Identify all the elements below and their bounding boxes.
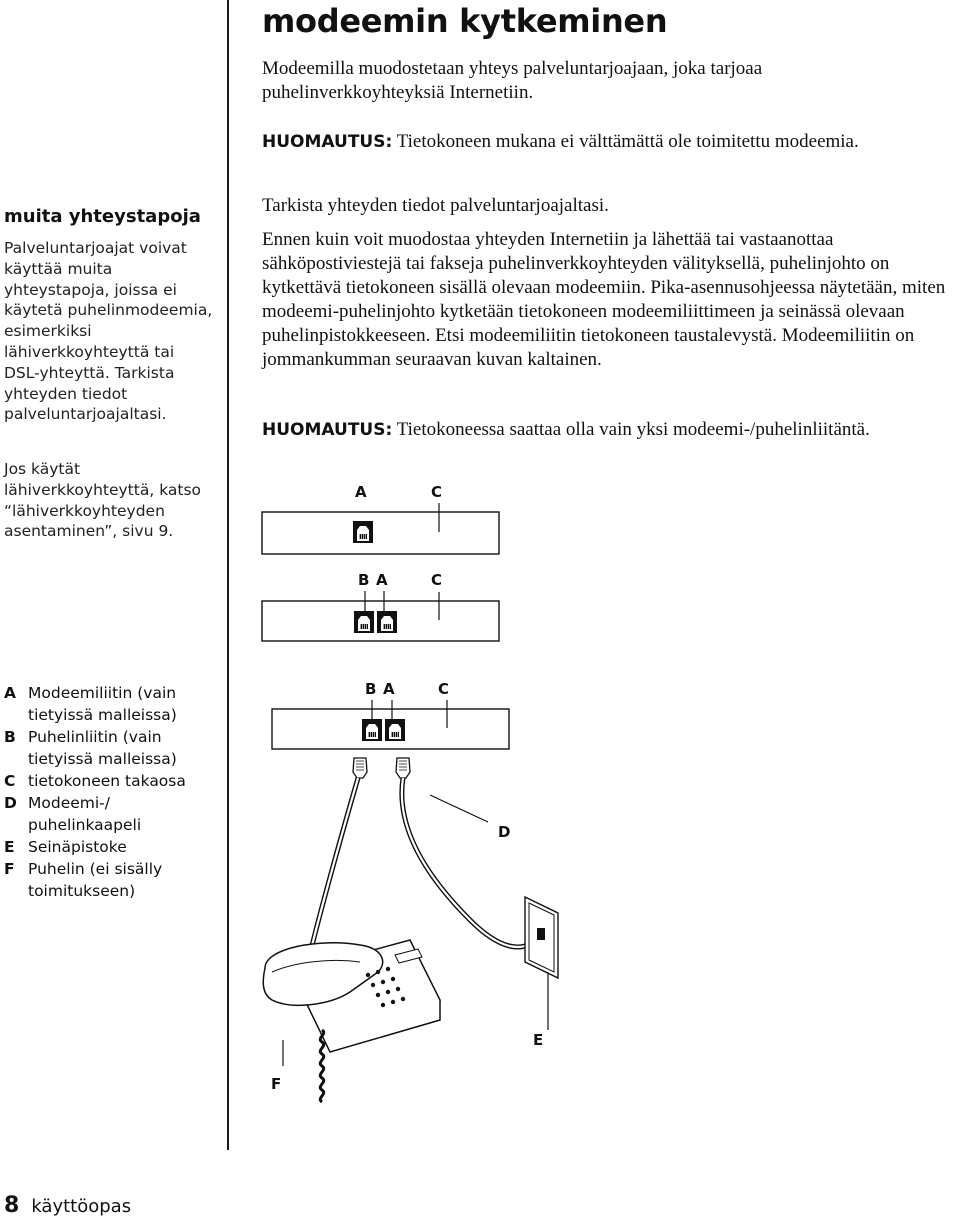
column-divider <box>227 0 229 1150</box>
page-footer: 8 käyttöopas <box>4 1193 131 1218</box>
cable-plug-icon <box>352 757 368 779</box>
note-2-label: HUOMAUTUS: <box>262 420 393 440</box>
check-text: Tarkista yhteyden tiedot palveluntarjoaj… <box>262 195 609 216</box>
modem-jack-icon <box>384 718 406 742</box>
diagram-label-c: C <box>431 483 442 501</box>
diagram-label-a: A <box>355 483 367 501</box>
note-1: HUOMAUTUS: Tietokoneen mukana ei välttäm… <box>262 130 952 154</box>
phone-jack-icon <box>353 610 375 634</box>
diagram-label-c: C <box>438 680 449 698</box>
note-2: HUOMAUTUS: Tietokoneessa saattaa olla va… <box>262 418 957 442</box>
telephone-icon <box>262 939 442 1104</box>
sidebar-heading: muita yhteystapoja <box>4 206 201 227</box>
diagram-label-d: D <box>498 823 510 841</box>
note-1-text: Tietokoneen mukana ei välttämättä ole to… <box>396 131 859 152</box>
cable-plug-icon <box>395 757 411 779</box>
modem-jack-icon <box>352 520 374 544</box>
guide-name: käyttöopas <box>31 1196 132 1217</box>
diagram-label-e: E <box>533 1031 543 1049</box>
note-2-text: Tietokoneessa saattaa olla vain yksi mod… <box>396 419 870 440</box>
diagram-label-f: F <box>271 1075 281 1093</box>
phone-jack-icon <box>361 718 383 742</box>
computer-back-panel <box>261 511 500 555</box>
modem-jack-icon <box>376 610 398 634</box>
sidebar-paragraph-1: Palveluntarjoajat voivat käyttää muita y… <box>4 239 213 424</box>
page-title: modeemin kytkeminen <box>262 2 668 40</box>
page-number: 8 <box>4 1193 20 1218</box>
note-1-label: HUOMAUTUS: <box>262 132 393 152</box>
main-paragraph: Ennen kuin voit muodostaa yhteyden Inter… <box>262 229 946 370</box>
diagram-label-b: B <box>358 571 369 589</box>
diagram-label-b: B <box>365 680 376 698</box>
diagram-label-a: A <box>376 571 388 589</box>
intro-paragraph: Modeemilla muodostetaan yhteys palvelunt… <box>262 58 763 103</box>
diagram-label-a: A <box>383 680 395 698</box>
diagram-label-c: C <box>431 571 442 589</box>
sidebar-paragraph-2: Jos käytät lähiverkkoyhteyttä, katso “lä… <box>4 460 202 541</box>
